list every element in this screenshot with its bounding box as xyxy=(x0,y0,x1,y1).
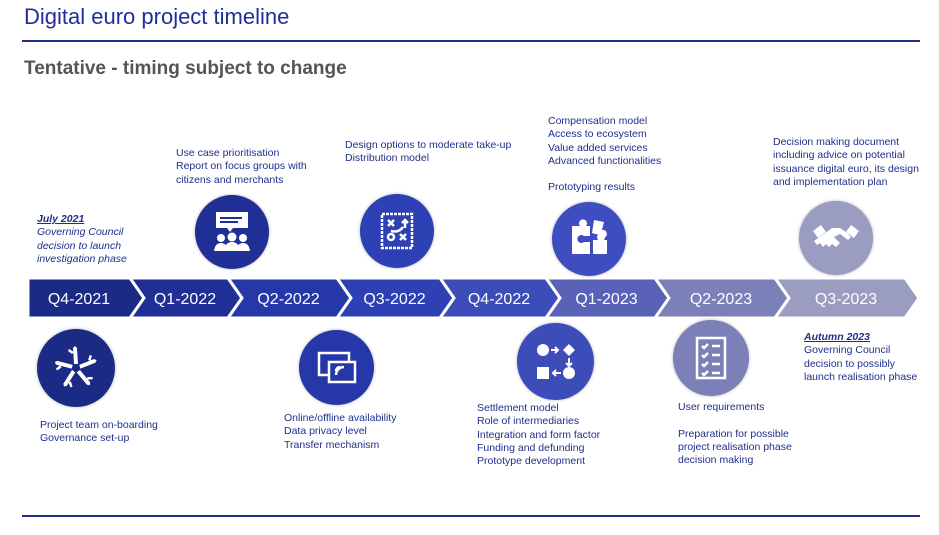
item-line: Online/offline availability xyxy=(284,412,397,424)
item-line: Value added services xyxy=(548,141,648,154)
item-line: Transfer mechanism xyxy=(284,438,380,451)
focus-group-icon xyxy=(195,195,269,269)
item-line: and implementation plan xyxy=(773,175,888,188)
footer-divider xyxy=(22,515,920,517)
milestone-start-line: decision to launch xyxy=(37,239,122,252)
quarter-chevron xyxy=(772,276,921,320)
item-line: citizens and merchants xyxy=(176,173,284,186)
quarter-label: Q4-2021 xyxy=(48,291,110,308)
process-flow-icon xyxy=(517,323,594,400)
page-title: Digital euro project timeline xyxy=(24,4,290,29)
item-line: Advanced functionalities xyxy=(548,154,662,167)
item-line: Integration and form factor xyxy=(477,428,601,441)
timeline-arrow: Q4-2021 Q1-2022 Q2-2022 Q3-2022 Q4-2022 Q1-20… xyxy=(26,276,921,320)
quarter-label: Q2-2023 xyxy=(690,291,752,308)
milestone-end-line: decision to possibly xyxy=(804,357,896,370)
item-line: Funding and defunding xyxy=(477,441,585,454)
item-line: including advice on potential xyxy=(773,149,905,162)
milestone-end-date: Autumn 2023 xyxy=(804,331,870,343)
item-line: Data privacy level xyxy=(284,425,367,438)
item-line: decision making xyxy=(678,454,754,467)
item-line: Use case prioritisation xyxy=(176,147,280,159)
online-offline-device-icon xyxy=(299,330,374,405)
item-line: Prototype development xyxy=(477,455,585,468)
item-line: Prototyping results xyxy=(548,181,635,194)
item-line: Design options to moderate take-up xyxy=(345,139,512,151)
item-line: Settlement model xyxy=(477,402,559,414)
title-divider xyxy=(22,40,920,42)
teamwork-hands-icon xyxy=(37,329,115,407)
item-line: Preparation for possible xyxy=(678,427,789,440)
milestone-end-line: launch realisation phase xyxy=(804,370,918,383)
item-line: project realisation phase xyxy=(678,440,792,453)
quarter-label: Q4-2022 xyxy=(468,291,530,308)
milestone-start-line: Governing Council xyxy=(37,226,124,239)
quarter-label: Q1-2023 xyxy=(575,291,637,308)
milestone-end: Autumn 2023 Governing Council decision t… xyxy=(804,331,917,384)
puzzle-pieces-icon xyxy=(552,202,626,276)
strategy-board-icon xyxy=(360,194,434,268)
item-line: User requirements xyxy=(678,401,765,413)
quarter-label: Q3-2023 xyxy=(815,291,877,308)
item-line: Distribution model xyxy=(345,152,430,165)
milestone-end-line: Governing Council xyxy=(804,344,891,357)
quarter-label: Q2-2022 xyxy=(257,291,319,308)
milestone-start-date: July 2021 xyxy=(37,213,85,225)
item-line: Project team on-boarding xyxy=(40,419,158,431)
milestone-start-line: investigation phase xyxy=(37,252,127,265)
item-line: Access to ecosystem xyxy=(548,128,647,141)
item-line: Role of intermediaries xyxy=(477,415,580,428)
milestone-start: July 2021 Governing Council decision to … xyxy=(37,213,127,266)
item-line xyxy=(678,414,792,427)
handshake-icon xyxy=(799,201,873,275)
item-line: issuance digital euro, its design xyxy=(773,162,919,175)
quarter-label: Q3-2022 xyxy=(363,291,425,308)
item-line: Compensation model xyxy=(548,115,648,127)
checklist-icon xyxy=(673,320,749,396)
subtitle: Tentative - timing subject to change xyxy=(24,58,347,79)
item-line: Governance set-up xyxy=(40,432,130,445)
item-line: Report on focus groups with xyxy=(176,160,307,173)
quarter-label: Q1-2022 xyxy=(154,291,216,308)
item-line: Decision making document xyxy=(773,136,900,148)
item-line xyxy=(548,168,661,181)
